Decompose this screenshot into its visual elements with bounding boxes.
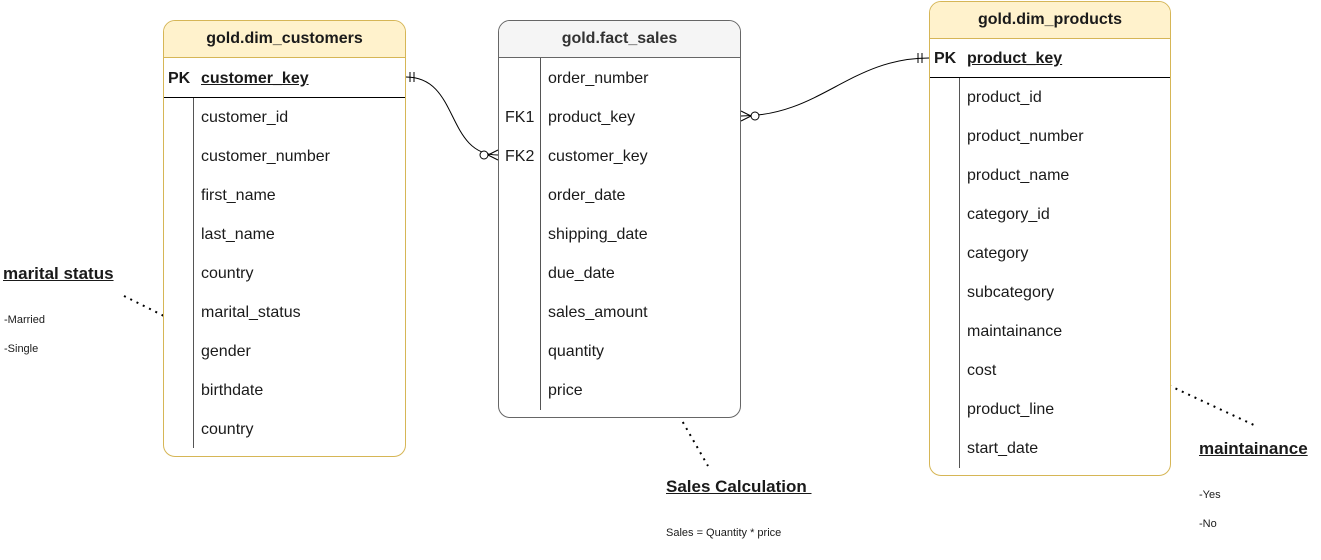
- field-name: marital_status: [201, 304, 301, 321]
- field-name: product_key: [967, 50, 1063, 67]
- field-row[interactable]: marital_status: [164, 293, 405, 332]
- field-name: start_date: [967, 440, 1039, 457]
- field-name: customer_number: [201, 148, 330, 165]
- field-name: product_line: [967, 401, 1055, 418]
- field-name: country: [201, 265, 254, 282]
- field-row[interactable]: country: [164, 410, 405, 449]
- fk-label: FK1: [505, 109, 535, 126]
- field-row[interactable]: product_name: [930, 156, 1170, 195]
- marital-note-line: -Single: [4, 343, 39, 355]
- field-row[interactable]: customer_id: [164, 98, 405, 137]
- field-name: product_id: [967, 89, 1042, 106]
- field-row[interactable]: maintainance: [930, 312, 1170, 351]
- field-row[interactable]: first_name: [164, 176, 405, 215]
- field-name: gender: [201, 343, 251, 360]
- field-name: product_number: [967, 128, 1084, 145]
- key-column-divider: [193, 98, 194, 448]
- field-name: price: [548, 382, 583, 399]
- fact-customer-crow-foot-2: [487, 154, 499, 161]
- pk-separator: [930, 77, 1170, 78]
- field-name: shipping_date: [548, 226, 648, 243]
- field-row[interactable]: price: [499, 371, 740, 410]
- field-row[interactable]: product_number: [930, 117, 1170, 156]
- field-row[interactable]: category_id: [930, 195, 1170, 234]
- field-row[interactable]: last_name: [164, 215, 405, 254]
- field-row[interactable]: country: [164, 254, 405, 293]
- field-name: category: [967, 245, 1029, 262]
- marital-note-title: marital status: [3, 264, 114, 283]
- field-row[interactable]: shipping_date: [499, 215, 740, 254]
- field-name: country: [201, 421, 254, 438]
- pk-label: PK: [168, 70, 191, 87]
- field-row[interactable]: quantity: [499, 332, 740, 371]
- field-name: birthdate: [201, 382, 264, 399]
- key-column-divider: [959, 78, 960, 468]
- entity-title: gold.dim_customers: [164, 21, 405, 58]
- pk-row-customer-key[interactable]: PK customer_key: [164, 59, 405, 98]
- maint-note-line: -Yes: [1199, 489, 1221, 501]
- fact-customer-crow-foot-1: [487, 149, 499, 156]
- field-name: category_id: [967, 206, 1050, 223]
- fk-label: FK2: [505, 148, 535, 165]
- field-row[interactable]: due_date: [499, 254, 740, 293]
- field-row[interactable]: cost: [930, 351, 1170, 390]
- field-row[interactable]: FK1 product_key: [499, 98, 740, 137]
- pk-separator: [164, 97, 405, 98]
- marital-note-line: -Married: [4, 314, 45, 326]
- fact-product-crow-foot-2: [740, 115, 752, 122]
- field-name: subcategory: [967, 284, 1055, 301]
- field-name: last_name: [201, 226, 275, 243]
- field-row[interactable]: subcategory: [930, 273, 1170, 312]
- maint-note-line: -No: [1199, 518, 1217, 530]
- field-row[interactable]: product_line: [930, 390, 1170, 429]
- field-name: customer_key: [201, 70, 309, 87]
- key-column-divider: [540, 58, 541, 410]
- maint-note-title: maintainance: [1199, 439, 1308, 458]
- field-row[interactable]: sales_amount: [499, 293, 740, 332]
- pk-label: PK: [934, 50, 957, 67]
- field-name: sales_amount: [548, 304, 648, 321]
- customer-relationship-line: [405, 76, 499, 156]
- field-row[interactable]: customer_number: [164, 137, 405, 176]
- field-row[interactable]: start_date: [930, 429, 1170, 468]
- field-row[interactable]: product_id: [930, 78, 1170, 117]
- entity-title: gold.dim_products: [930, 2, 1170, 39]
- field-row[interactable]: birthdate: [164, 371, 405, 410]
- pk-row-product-key[interactable]: PK product_key: [930, 39, 1170, 78]
- product-relationship-line: [740, 57, 930, 117]
- field-name: order_date: [548, 187, 626, 204]
- entity-dim-products[interactable]: gold.dim_products PK product_key product…: [929, 1, 1171, 476]
- field-name: quantity: [548, 343, 605, 360]
- fact-customer-zero-marker: [479, 150, 489, 160]
- entity-fact-sales[interactable]: gold.fact_sales order_number FK1 product_…: [498, 20, 741, 418]
- entity-title: gold.fact_sales: [499, 21, 740, 58]
- field-row[interactable]: order_number: [499, 59, 740, 98]
- field-row[interactable]: order_date: [499, 176, 740, 215]
- entity-dim-customers[interactable]: gold.dim_customers PK customer_key custo…: [163, 20, 406, 457]
- sales-note-title: Sales Calculation: [666, 477, 812, 496]
- field-name: product_key: [548, 109, 636, 126]
- field-name: order_number: [548, 70, 649, 87]
- field-name: maintainance: [967, 323, 1063, 340]
- field-name: first_name: [201, 187, 276, 204]
- field-row[interactable]: category: [930, 234, 1170, 273]
- fact-product-zero-marker: [750, 111, 760, 121]
- field-name: customer_id: [201, 109, 289, 126]
- fact-product-crow-foot-1: [740, 110, 752, 117]
- field-name: due_date: [548, 265, 615, 282]
- field-name: customer_key: [548, 148, 648, 165]
- sales-note-line: Sales = Quantity * price: [666, 527, 782, 539]
- field-row[interactable]: FK2 customer_key: [499, 137, 740, 176]
- field-name: product_name: [967, 167, 1070, 184]
- field-name: cost: [967, 362, 997, 379]
- field-row[interactable]: gender: [164, 332, 405, 371]
